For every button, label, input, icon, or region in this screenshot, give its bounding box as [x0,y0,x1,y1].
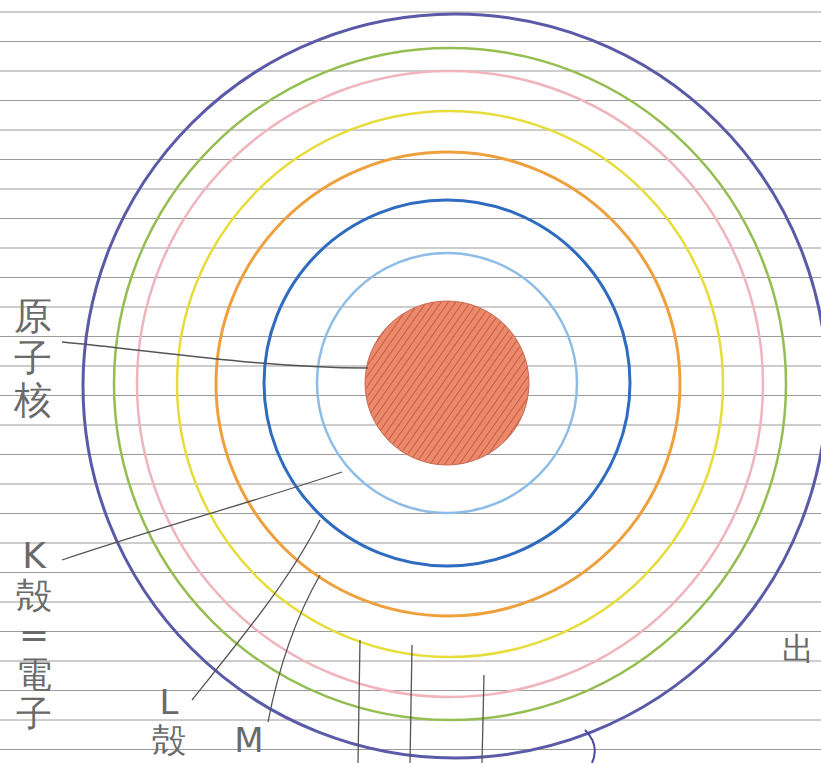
ruled-line [0,130,821,131]
ruled-line [0,189,821,190]
ruled-line [0,484,821,485]
ruled-line [0,543,821,544]
shell-label: L殻 [152,684,186,759]
ruled-line [0,248,821,249]
shell-label: K殻=電子 [16,536,52,734]
ruled-line [0,631,821,632]
nucleus [365,301,529,465]
outer-shell [83,14,821,758]
ruled-line [0,12,821,13]
ruled-line [0,41,821,42]
shell-label: M [232,722,266,759]
ruled-line [0,572,821,573]
ruled-line [0,100,821,101]
ruled-lines [0,12,821,750]
ruled-line [0,513,821,514]
ruled-line [0,71,821,72]
shell-label: 原子核 [14,296,52,421]
ruled-line [0,159,821,160]
leader-lines [62,342,484,763]
shell-ring [317,253,577,513]
shell-ring [216,152,680,616]
ruled-line [0,690,821,691]
shell-ring [264,200,630,566]
shell-ring [177,111,723,657]
ruled-line [0,661,821,662]
shell-label: 出 [782,632,814,667]
shell-ring [114,48,786,720]
ruled-line [0,277,821,278]
shell-ring [137,71,763,697]
stray-stroke [585,730,595,763]
ruled-line [0,602,821,603]
